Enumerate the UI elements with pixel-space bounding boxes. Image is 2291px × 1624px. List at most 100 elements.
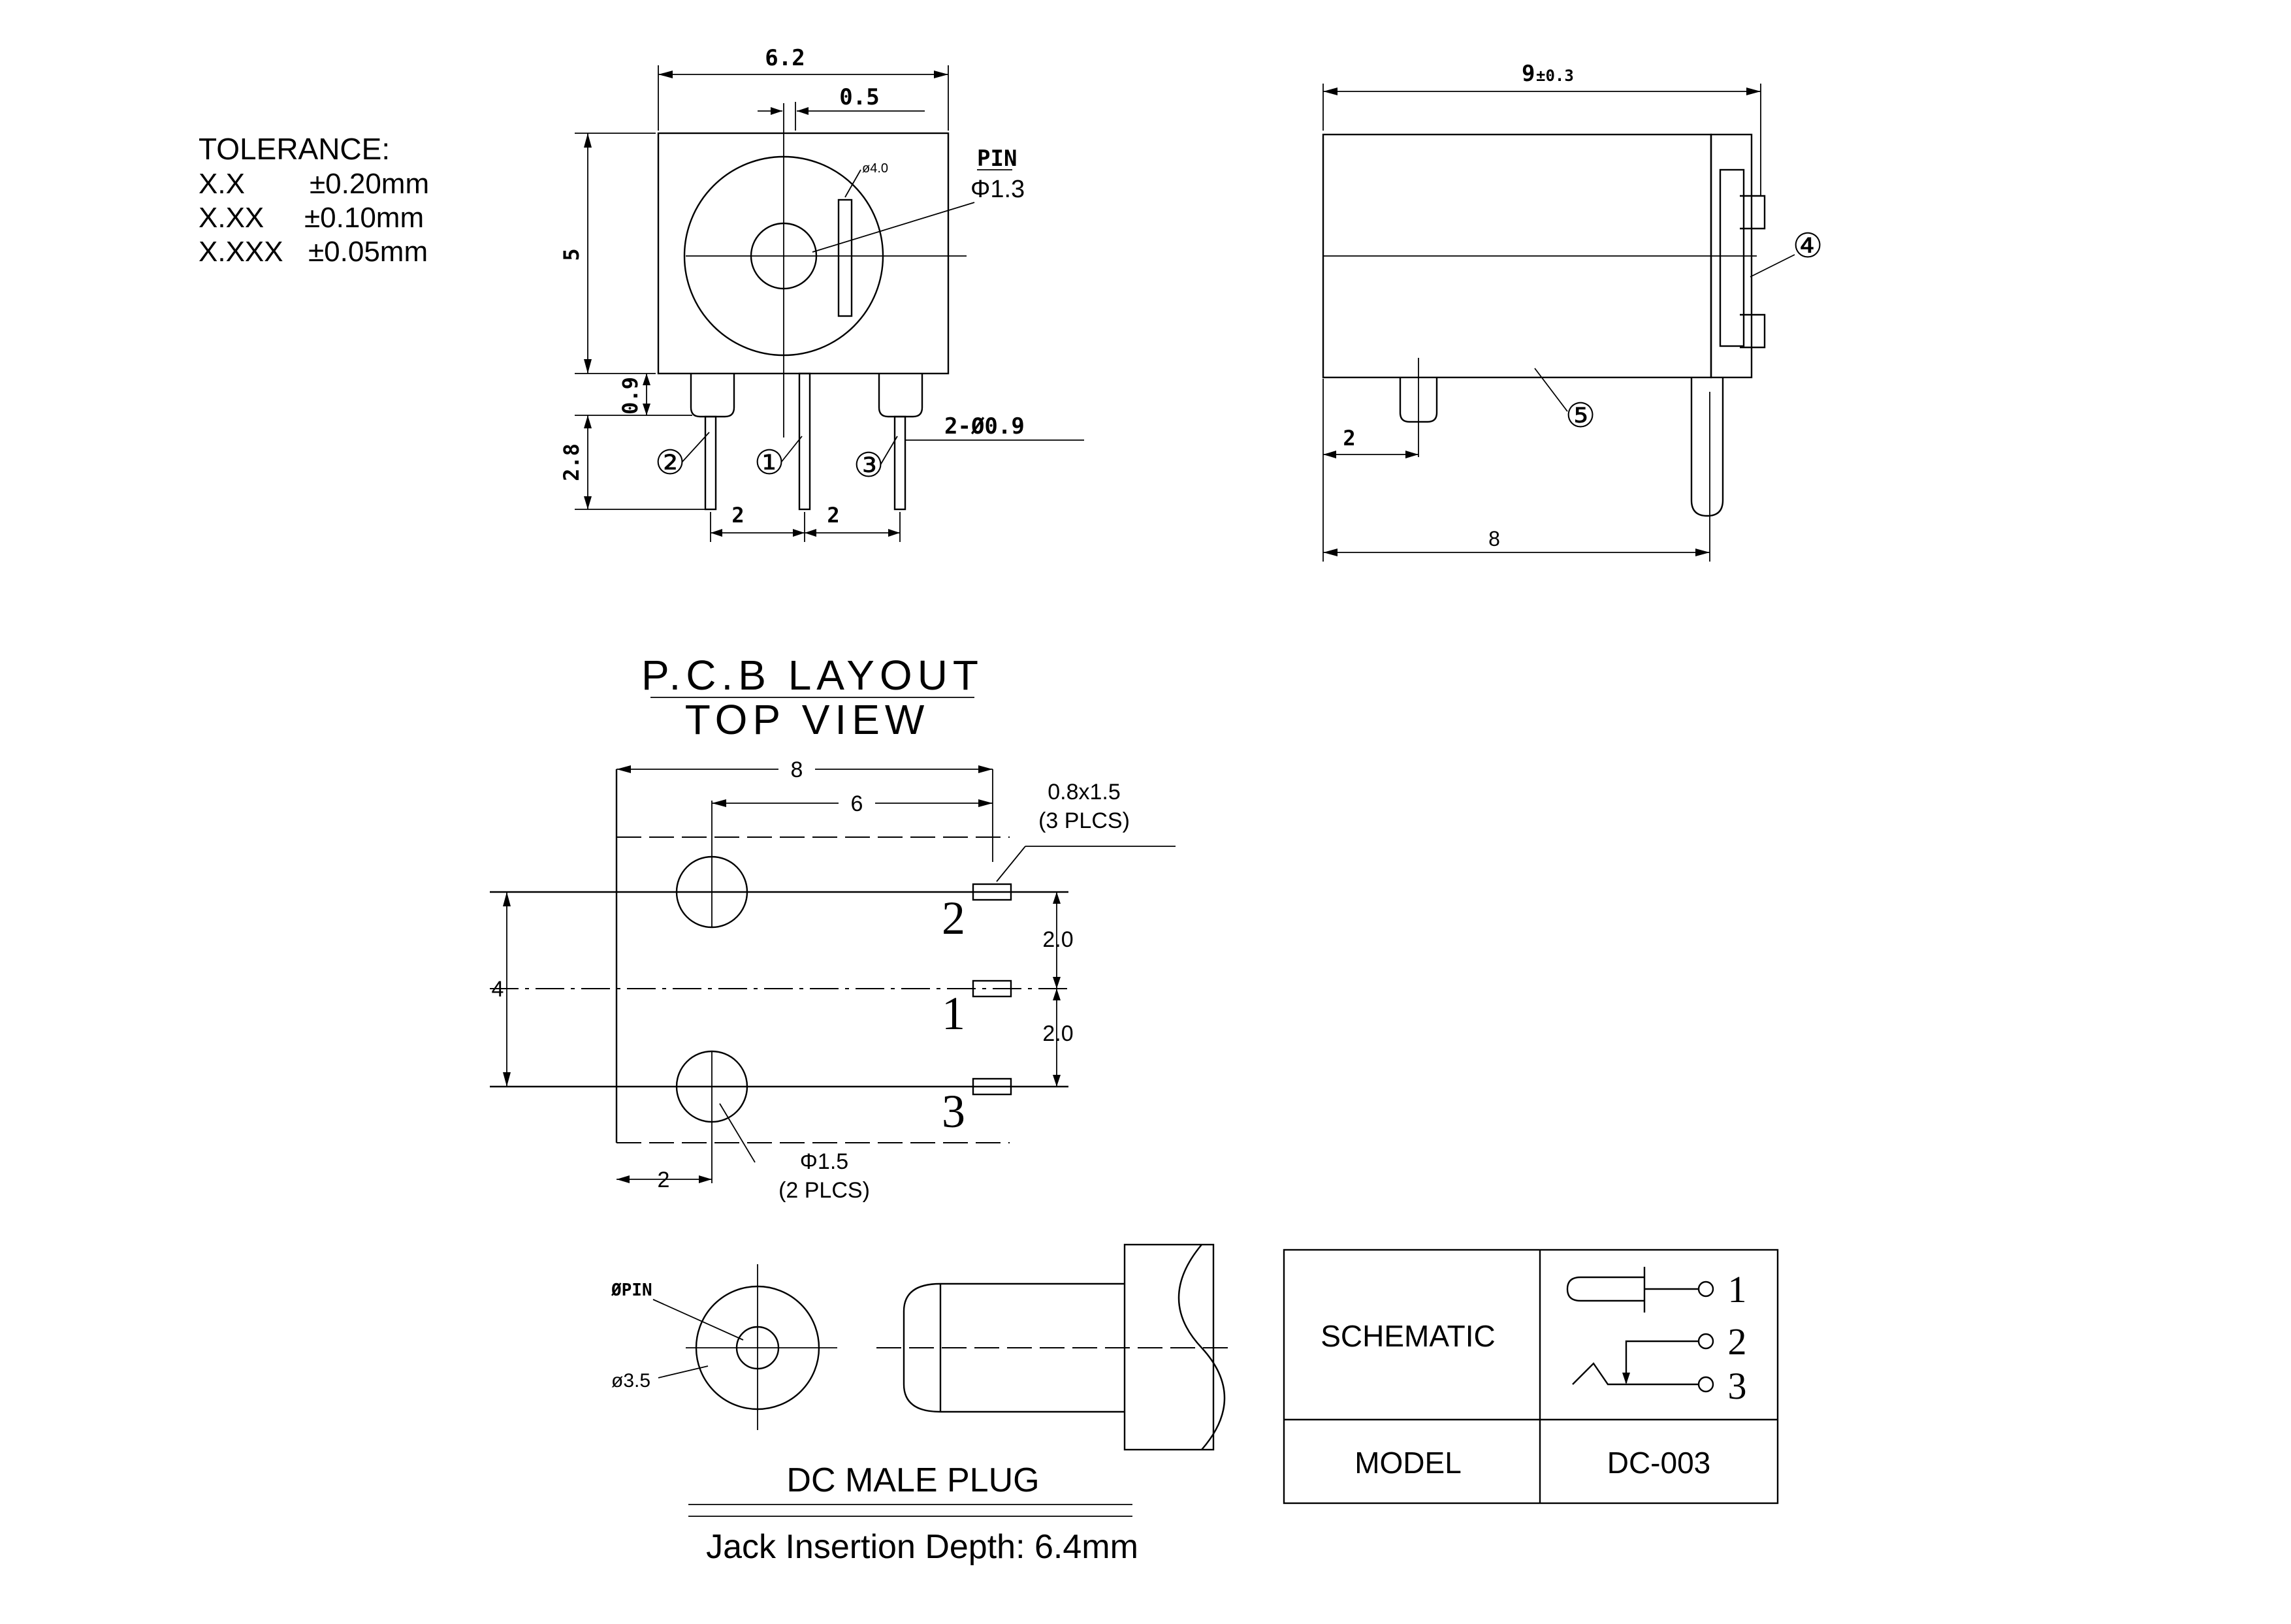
plug-pin-label: ØPIN: [611, 1281, 652, 1300]
pcb-dim-arrows-spacing: [1053, 892, 1061, 1087]
schematic-pin-body: [1566, 1276, 1644, 1302]
side-dim-length-label: 9: [1522, 61, 1535, 87]
dim-stub-label: 0.9: [618, 377, 643, 415]
schematic-label: SCHEMATIC: [1321, 1319, 1496, 1353]
hole-diameter-leader: [844, 169, 861, 198]
pcb-dim-hole-offset-label: 2: [658, 1168, 670, 1192]
side-dim-length-tol: ±0.3: [1536, 67, 1574, 85]
dim-arrows-stub: [643, 374, 650, 415]
pin-3-lead: [893, 415, 906, 511]
pin-1-lead: [798, 372, 811, 511]
tolerance-format-1: X.X: [199, 168, 245, 200]
plug-insertion-depth: Jack Insertion Depth: 6.4mm: [706, 1528, 1138, 1566]
pin-spec-label: 2-Ø0.9: [944, 413, 1025, 439]
plug-outer-leader: [658, 1365, 709, 1378]
pcb-slot-size: 0.8x1.5: [1048, 780, 1121, 804]
pcb-dim-spacing-top: 2.0: [1042, 927, 1073, 952]
pcb-slot-count: (3 PLCS): [1038, 808, 1130, 833]
center-pin-circle: [750, 222, 818, 290]
pcb-dim-inner-label: 6: [851, 791, 863, 816]
pin-label: PIN: [977, 146, 1017, 172]
hole-diameter-label: ø4.0: [862, 161, 888, 176]
callout-pin-3: ③: [854, 447, 884, 485]
pcb-slot-1: [972, 979, 1012, 998]
pcb-slot-3: [972, 1077, 1012, 1096]
pcb-slot-leader-d: [996, 846, 1026, 882]
tolerance-value-1: ±0.20mm: [310, 168, 429, 200]
pcb-title: P.C.B LAYOUT: [641, 652, 984, 699]
plug-title: DC MALE PLUG: [786, 1461, 1039, 1499]
spring-contact: [837, 199, 853, 317]
callout-5-leader: [1534, 368, 1568, 412]
dim-arrows-pitch: [711, 529, 900, 537]
pcb-dim-spacing-bottom: 2.0: [1042, 1021, 1073, 1046]
pcb-subtitle: TOP VIEW: [685, 696, 930, 743]
pcb-hole-leader: [719, 1103, 756, 1163]
callout-pin-1-leader: [780, 436, 803, 463]
dim-width-label: 6.2: [765, 45, 805, 71]
tolerance-format-2: X.XX: [199, 202, 264, 234]
info-table-border: [1283, 1249, 1779, 1505]
model-label: MODEL: [1354, 1446, 1462, 1480]
model-value: DC-003: [1607, 1446, 1711, 1480]
side-view: 9 ±0.3 2 8 ④ ⑤: [1322, 61, 1823, 562]
jack-body-outline: [657, 132, 950, 375]
callout-pin-1: ①: [754, 445, 785, 482]
pcb-layout: P.C.B LAYOUT TOP VIEW 2 1 3 8: [490, 652, 1176, 1203]
pin-diameter-label: Φ1.3: [970, 176, 1025, 203]
tolerance-format-3: X.XXX: [199, 236, 283, 268]
schematic-symbol: 1 2 3: [1566, 1267, 1747, 1407]
side-pin-long: [1690, 377, 1724, 517]
plug-pin-leader: [652, 1299, 744, 1341]
schematic-pin-3-wire: [1572, 1362, 1698, 1386]
schematic-terminal-3: [1697, 1376, 1714, 1393]
side-latch-top: [1740, 195, 1766, 230]
info-table: SCHEMATIC MODEL DC-003 1 2 3: [1283, 1249, 1779, 1505]
pin-2-collar: [690, 374, 735, 418]
dc-male-plug: ØPIN ø3.5 DC MALE PLUG Jack Insertion De…: [611, 1243, 1228, 1566]
plug-knurled-tip: [903, 1282, 941, 1413]
schematic-terminal-1: [1697, 1281, 1714, 1298]
jack-hole-circle: [683, 155, 884, 357]
dim-pitch-left-label: 2: [731, 503, 744, 528]
pcb-pin-label-3: 3: [942, 1085, 965, 1138]
pcb-slot-2: [972, 883, 1012, 901]
pcb-dim-total-label: 8: [791, 757, 803, 782]
dim-arrows-offset: [771, 107, 809, 115]
tolerance-value-3: ±0.05mm: [308, 236, 428, 268]
pcb-pin-label-2: 2: [942, 892, 965, 944]
callout-pin-2: ②: [655, 445, 686, 482]
dim-offset-label: 0.5: [839, 84, 879, 110]
front-view: ø4.0 6.2 0.5 5 0.9 2.8: [559, 45, 1084, 542]
pcb-pin-label-1: 1: [942, 987, 965, 1040]
callout-5: ⑤: [1565, 398, 1596, 435]
pcb-dim-vertical-label: 4: [492, 977, 504, 1002]
side-contact-plate: [1719, 168, 1745, 347]
dim-height-label: 5: [559, 248, 584, 261]
tolerance-block: TOLERANCE: X.X ±0.20mm X.XX ±0.10mm X.XX…: [199, 132, 429, 268]
tolerance-title: TOLERANCE:: [199, 132, 390, 166]
pcb-hole-count: (2 PLCS): [778, 1178, 870, 1203]
schematic-pin-label-1: 1: [1728, 1268, 1747, 1311]
callout-4-leader: [1750, 254, 1795, 278]
side-dim-pin-offset-label: 2: [1343, 426, 1355, 451]
pin-2-lead: [704, 415, 717, 511]
plug-break-line: [1178, 1244, 1226, 1450]
callout-pin-2-leader: [681, 432, 710, 463]
schematic-pin-label-3: 3: [1728, 1365, 1747, 1407]
dim-pitch-right-label: 2: [827, 503, 839, 528]
callout-pin-3-leader: [880, 436, 898, 466]
plug-outer-diameter: ø3.5: [611, 1370, 650, 1392]
side-latch-bottom: [1740, 313, 1766, 349]
schematic-pin-2-arrow: [1622, 1373, 1630, 1384]
pcb-hole-size: Φ1.5: [800, 1149, 848, 1174]
dim-pin-length-label: 2.8: [559, 443, 584, 481]
pin-leader: [812, 202, 975, 253]
schematic-pin-label-2: 2: [1728, 1320, 1747, 1363]
schematic-terminal-2: [1697, 1333, 1714, 1350]
tolerance-value-2: ±0.10mm: [304, 202, 424, 234]
schematic-pin-2-wire: [1625, 1340, 1698, 1383]
callout-4: ④: [1793, 228, 1823, 265]
side-dim-body-label: 8: [1488, 527, 1500, 550]
